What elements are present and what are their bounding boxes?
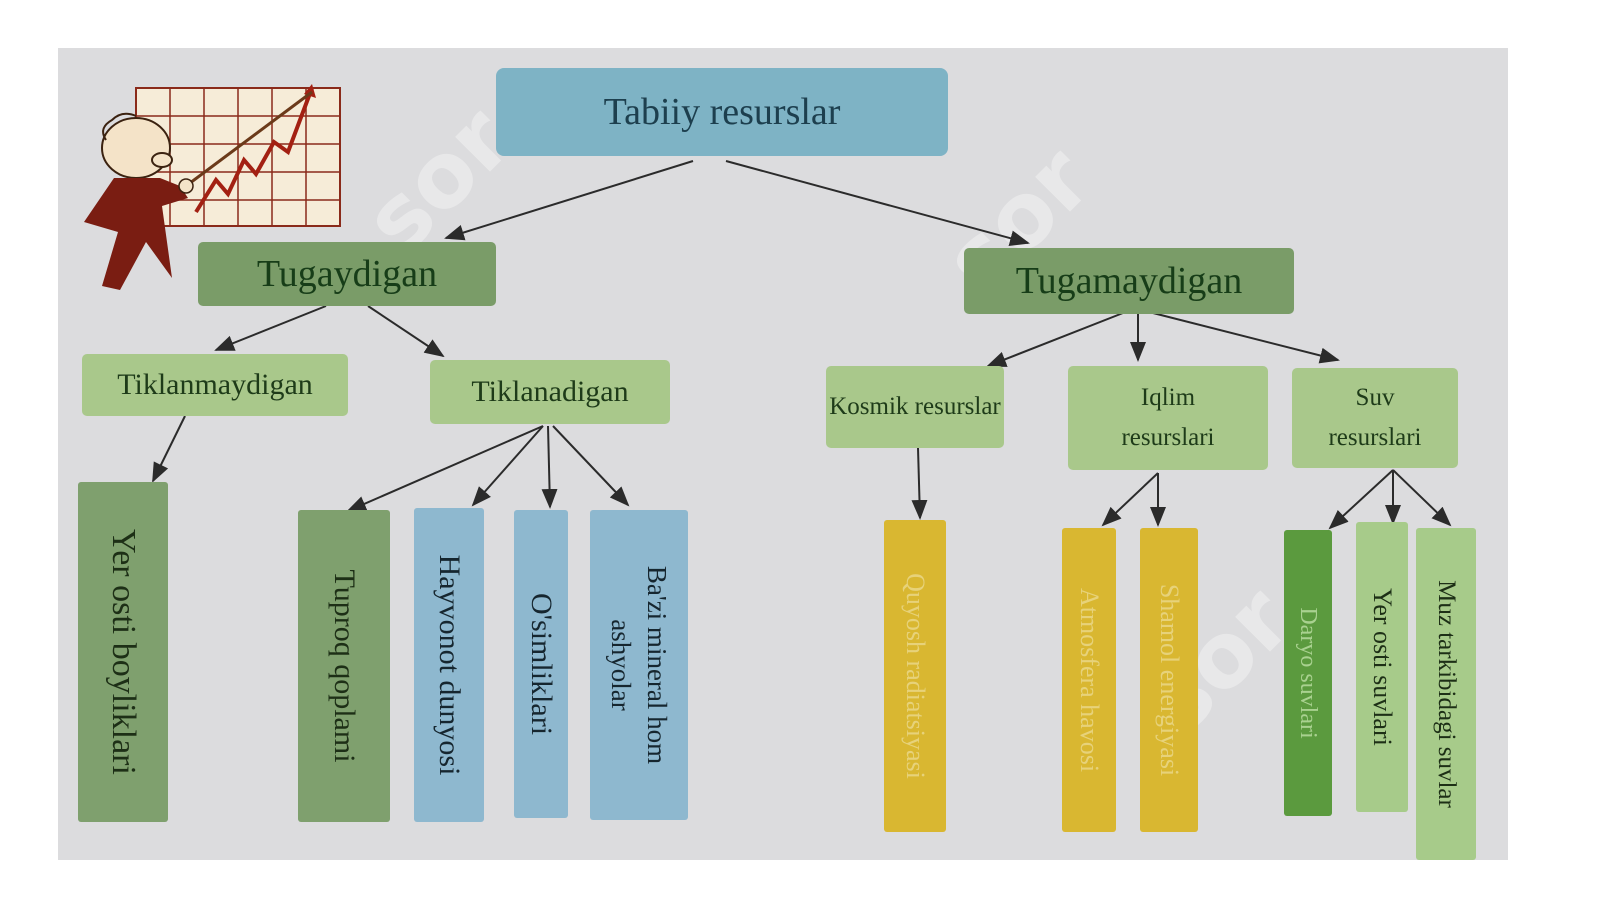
arrow-right-cosmic <box>986 312 1124 367</box>
leaf-groundwater-label: Yer osti suvlari <box>1368 588 1397 746</box>
arrow-renewable-animals <box>471 425 544 507</box>
leaf-groundwater: Yer osti suvlari <box>1356 522 1408 812</box>
cosmic-resources-label: Kosmik resurslar <box>829 393 1001 420</box>
climate-resources-node: Iqlim resurslari <box>1068 366 1268 470</box>
arrow-root-right <box>725 160 1030 247</box>
arrow-right-water <box>1152 312 1340 364</box>
non-renewable-node: Tiklanmaydigan <box>82 354 348 416</box>
exhaustible-label: Tugaydigan <box>256 253 438 295</box>
leaf-solar-radiation: Quyosh radiatsiyasi <box>884 520 946 832</box>
root-label: Tabiiy resurslar <box>603 91 841 133</box>
water-resources-node: Suv resurslari <box>1292 368 1458 468</box>
leaf-ice-water: Muz tarkibidagi suvlar <box>1416 528 1476 860</box>
arrow-left-renewable <box>367 305 445 358</box>
arrow-water-rivers <box>1328 469 1394 530</box>
cosmic-resources-node: Kosmik resurslar <box>826 366 1004 448</box>
leaf-underground-wealth: Yer osti boyliklari <box>78 482 168 822</box>
leaf-underground-wealth-label: Yer osti boyliklari <box>105 529 142 775</box>
arrow-cosmic-solar <box>911 447 928 520</box>
arrow-nonrenewable-underground <box>152 415 186 483</box>
arrow-root-left <box>444 160 694 241</box>
leaf-animal-world: Hayvonot dunyosi <box>414 508 484 822</box>
arrow-left-nonrenewable <box>214 305 327 351</box>
arrow-climate-atmosphere <box>1101 472 1159 527</box>
inexhaustible-label: Tugamaydigan <box>1015 260 1243 302</box>
presenter-with-rising-chart-icon <box>84 84 341 290</box>
exhaustible-node: Tugaydigan <box>198 242 496 306</box>
leaf-soil-cover-label: Tuproq qoplami <box>328 569 361 763</box>
leaf-river-water-label: Daryo suvlari <box>1295 607 1321 739</box>
arrow-renewable-plants <box>541 425 558 509</box>
leaf-river-water: Daryo suvlari <box>1284 530 1332 816</box>
non-renewable-label: Tiklanmaydigan <box>117 368 313 401</box>
leaf-atmospheric-air-label: Atmosfera havosi <box>1075 587 1104 773</box>
leaf-plants: O'simliklari <box>514 510 568 818</box>
renewable-node: Tiklanadigan <box>430 360 670 424</box>
leaf-atmospheric-air: Atmosfera havosi <box>1062 528 1116 832</box>
leaf-wind-energy: Shamol energiyasi <box>1140 528 1198 832</box>
arrow-renewable-minerals <box>552 425 630 507</box>
diagram-slide: sor sor sor <box>58 48 1508 860</box>
climate-resources-label: Iqlim resurslari <box>1121 384 1215 451</box>
leaf-plants-label: O'simliklari <box>525 592 558 736</box>
leaf-solar-radiation-label: Quyosh radiatsiyasi <box>901 573 930 779</box>
renewable-label: Tiklanadigan <box>471 375 629 408</box>
leaf-ice-water-label: Muz tarkibidagi suvlar <box>1433 580 1460 808</box>
arrow-water-ice <box>1392 469 1452 527</box>
inexhaustible-node: Tugamaydigan <box>964 248 1294 314</box>
root-node: Tabiiy resurslar <box>496 68 948 156</box>
leaf-mineral-raw-materials-label: Ba'zi mineral hom ashyolar <box>606 565 672 765</box>
leaf-soil-cover: Tuproq qoplami <box>298 510 390 822</box>
arrow-renewable-soil <box>346 425 544 512</box>
leaf-animal-world-label: Hayvonot dunyosi <box>433 554 466 776</box>
leaf-wind-energy-label: Shamol energiyasi <box>1155 583 1184 777</box>
water-resources-label: Suv resurslari <box>1328 384 1422 451</box>
leaf-mineral-raw-materials: Ba'zi mineral hom ashyolar <box>590 510 688 820</box>
connector-arrows <box>152 160 1452 530</box>
